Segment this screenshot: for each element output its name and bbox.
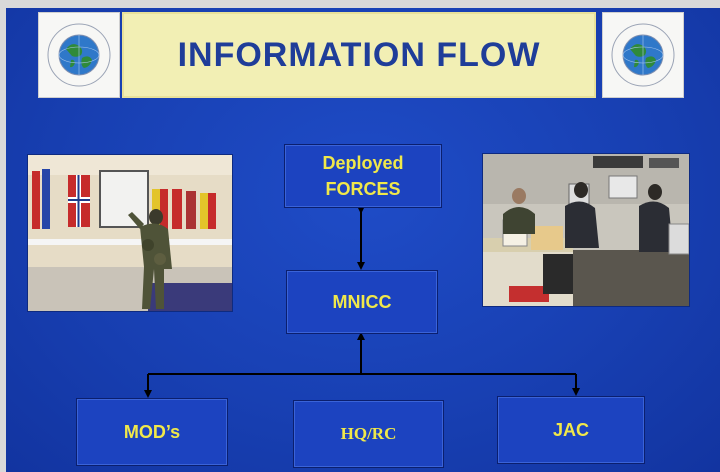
node-jac: JAC	[497, 396, 645, 464]
title-box: INFORMATION FLOW	[122, 12, 596, 98]
node-hqrc-label: HQ/RC	[340, 424, 397, 443]
photo-map-room	[27, 154, 233, 312]
emblem-logo-right	[602, 12, 684, 98]
node-hq-rc: HQ/RC	[293, 400, 444, 468]
flow-connectors	[144, 206, 580, 398]
node-deployed-line1: Deployed	[322, 153, 404, 173]
node-mods-label: MOD’s	[123, 421, 181, 442]
globe-emblem-icon	[47, 23, 111, 87]
node-mnicc: MNICC	[286, 270, 438, 334]
node-mnicc-label: MNICC	[332, 291, 392, 312]
photo-operations-room	[482, 153, 690, 307]
globe-emblem-icon	[611, 23, 675, 87]
slide: INFORMATION FLOW	[6, 8, 720, 472]
operations-room-photo	[483, 154, 689, 306]
slide-title: INFORMATION FLOW	[177, 35, 541, 74]
node-mods: MOD’s	[76, 398, 228, 466]
node-deployed-forces: Deployed FORCES	[284, 144, 442, 208]
node-jac-label: JAC	[552, 419, 589, 440]
node-deployed-line2: FORCES	[325, 179, 401, 199]
title-banner: INFORMATION FLOW	[38, 12, 684, 98]
map-room-photo	[28, 155, 232, 311]
emblem-logo-left	[38, 12, 120, 98]
